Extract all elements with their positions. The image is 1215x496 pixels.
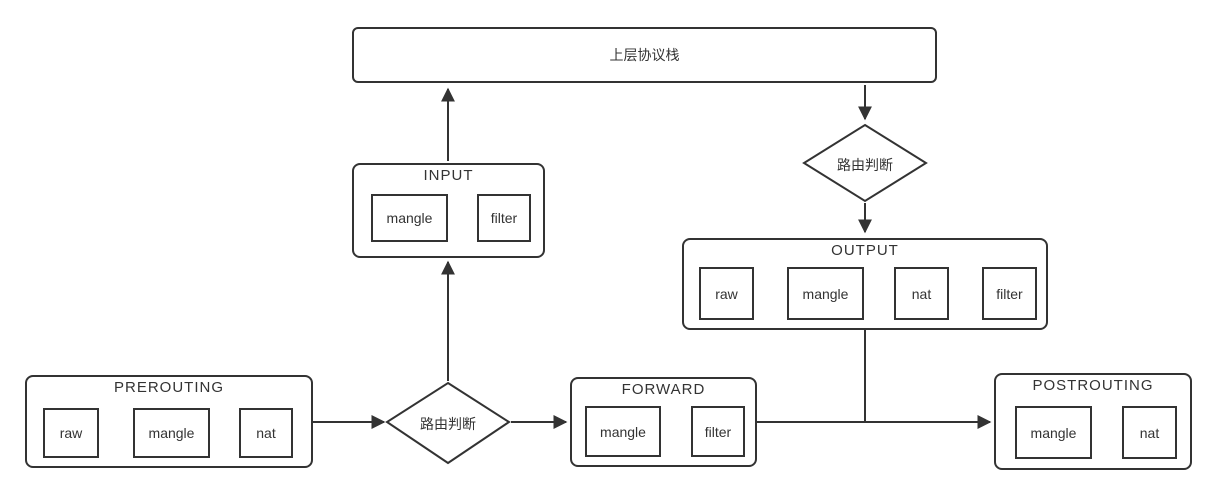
table-output-mangle: mangle bbox=[787, 267, 864, 320]
table-prerouting-raw: raw bbox=[43, 408, 99, 458]
decision-diamond-top bbox=[802, 123, 928, 203]
table-prerouting-nat: nat bbox=[239, 408, 293, 458]
table-postrouting-mangle: mangle bbox=[1015, 406, 1092, 459]
table-output-filter: filter bbox=[982, 267, 1037, 320]
chain-prerouting: PREROUTING raw mangle nat bbox=[25, 375, 313, 468]
chain-prerouting-label: PREROUTING bbox=[113, 379, 224, 396]
chain-output: OUTPUT raw mangle nat filter bbox=[682, 238, 1048, 330]
chain-input: INPUT mangle filter bbox=[352, 163, 545, 258]
table-input-mangle: mangle bbox=[371, 194, 448, 242]
table-postrouting-nat: nat bbox=[1122, 406, 1177, 459]
decision-bottom-label: 路由判断 bbox=[420, 416, 476, 432]
chain-output-label: OUTPUT bbox=[831, 242, 899, 259]
decision-diamond-bottom bbox=[385, 381, 511, 465]
table-output-raw: raw bbox=[699, 267, 754, 320]
chain-postrouting-label: POSTROUTING bbox=[1032, 377, 1154, 394]
table-input-filter: filter bbox=[477, 194, 531, 242]
chain-forward: FORWARD mangle filter bbox=[570, 377, 757, 467]
table-output-nat: nat bbox=[894, 267, 949, 320]
chain-input-label: INPUT bbox=[423, 167, 474, 184]
table-forward-filter: filter bbox=[691, 406, 745, 457]
table-forward-mangle: mangle bbox=[585, 406, 661, 457]
protocol-stack-label: 上层协议栈 bbox=[609, 47, 680, 63]
decision-top-label: 路由判断 bbox=[837, 157, 893, 173]
chain-forward-label: FORWARD bbox=[621, 381, 706, 398]
protocol-stack-box: 上层协议栈 bbox=[352, 27, 937, 83]
chain-postrouting: POSTROUTING mangle nat bbox=[994, 373, 1192, 470]
table-prerouting-mangle: mangle bbox=[133, 408, 210, 458]
